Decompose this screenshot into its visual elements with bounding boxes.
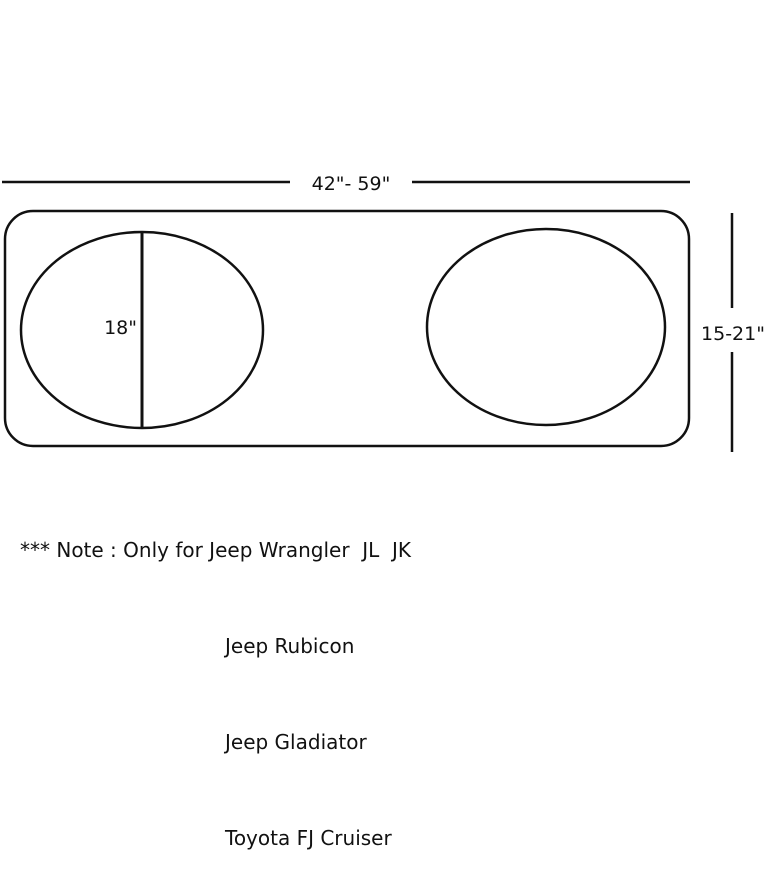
- note-vehicle-4: Toyota FJ Cruiser: [225, 826, 392, 850]
- dimension-diagram: 42"- 59" 18" 15-21": [2, 173, 765, 452]
- note-prefix: *** Note :: [20, 538, 124, 562]
- note-first-line: *** Note : Only for Jeep Wrangler JL JK: [20, 534, 411, 566]
- right-opening: [425, 227, 667, 427]
- width-dimension-label: 42"- 59": [312, 173, 391, 195]
- note-vehicle-3: Jeep Gladiator: [225, 730, 367, 754]
- note-vehicle-2: Jeep Rubicon: [225, 634, 355, 658]
- compatibility-note: *** Note : Only for Jeep Wrangler JL JK …: [20, 470, 411, 886]
- opening-diameter-label: 18": [104, 317, 137, 339]
- panel-outline: [3, 209, 691, 448]
- height-dimension-label: 15-21": [701, 323, 765, 345]
- note-vehicle-1: Only for Jeep Wrangler JL JK: [123, 538, 412, 562]
